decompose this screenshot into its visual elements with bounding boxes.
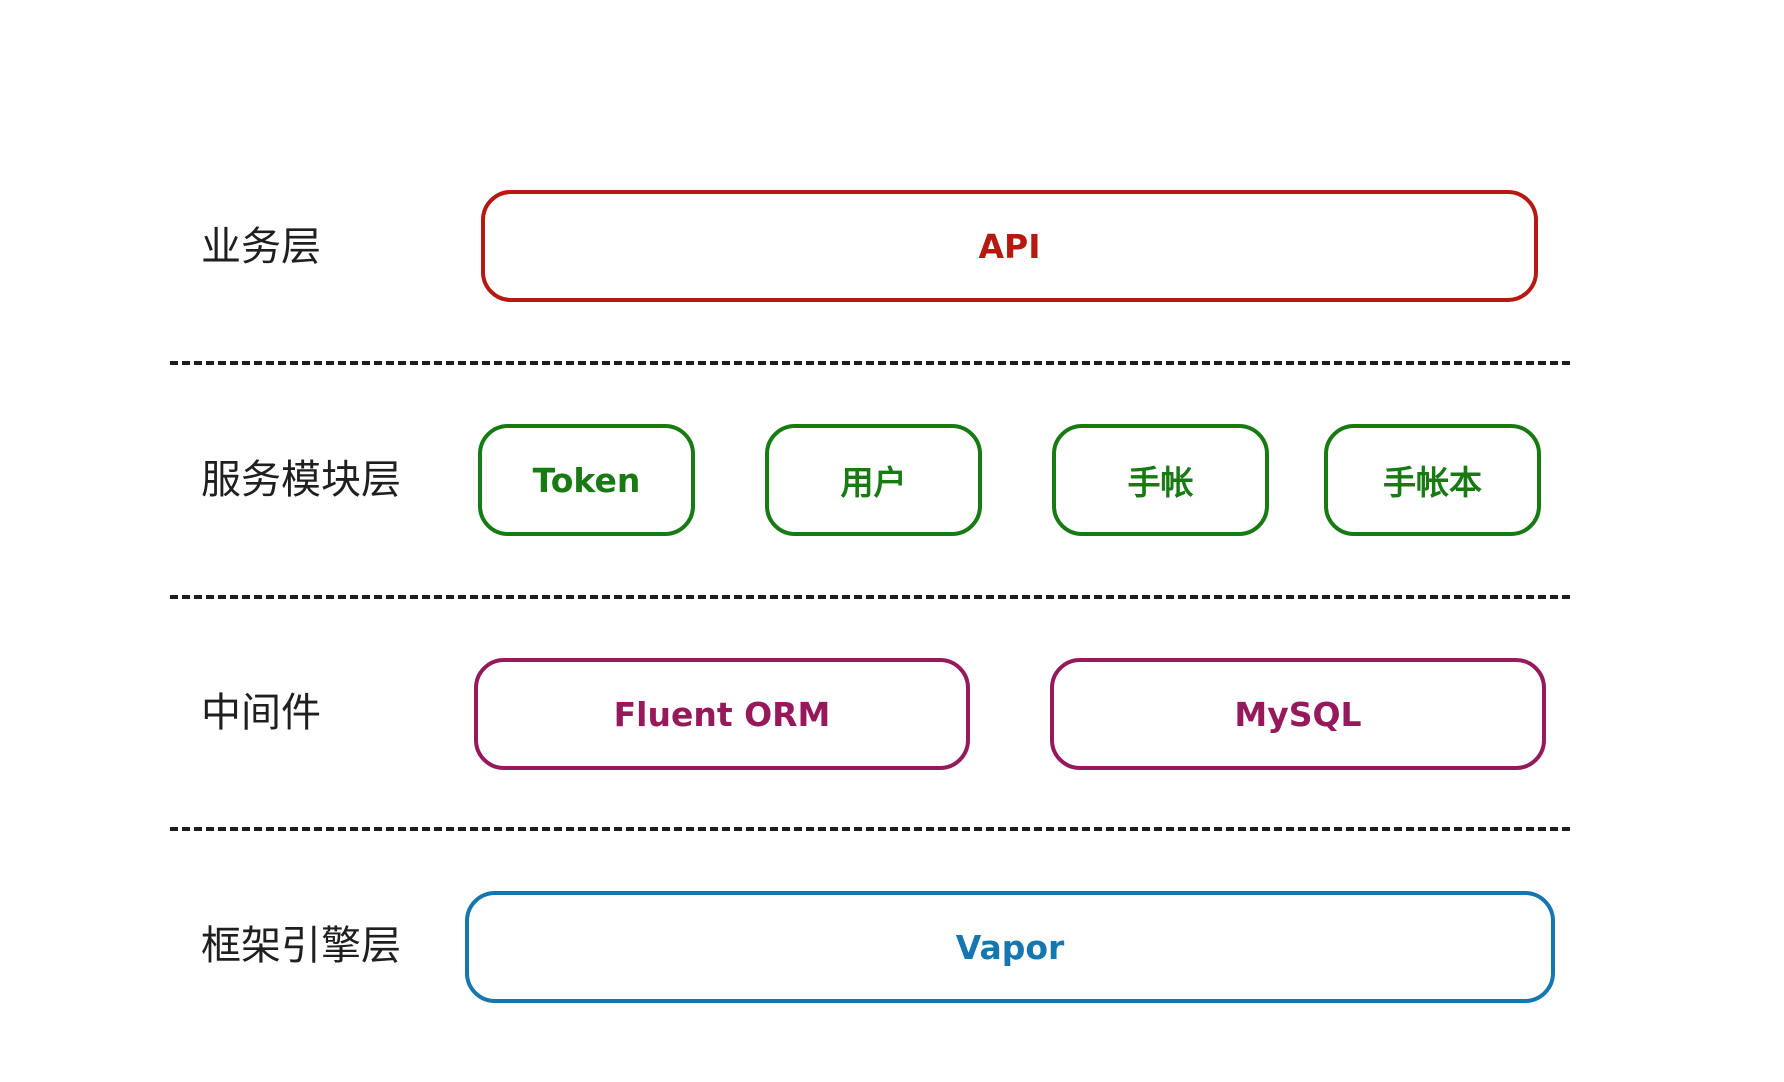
box-mysql: MySQL — [1050, 658, 1546, 770]
layer-label-framework: 框架引擎层 — [201, 923, 401, 969]
box-vapor: Vapor — [465, 891, 1555, 1003]
layer-label-middleware: 中间件 — [201, 690, 321, 736]
layer-label-service: 服务模块层 — [201, 457, 401, 503]
box-fluent-orm: Fluent ORM — [474, 658, 970, 770]
box-user: 用户 — [765, 424, 982, 536]
box-journal: 手帐 — [1052, 424, 1269, 536]
layer-divider — [170, 361, 1570, 365]
box-api: API — [481, 190, 1538, 302]
box-token: Token — [478, 424, 695, 536]
layer-label-business: 业务层 — [201, 224, 321, 270]
box-journal-book: 手帐本 — [1324, 424, 1541, 536]
layer-divider — [170, 595, 1570, 599]
layer-divider — [170, 827, 1570, 831]
